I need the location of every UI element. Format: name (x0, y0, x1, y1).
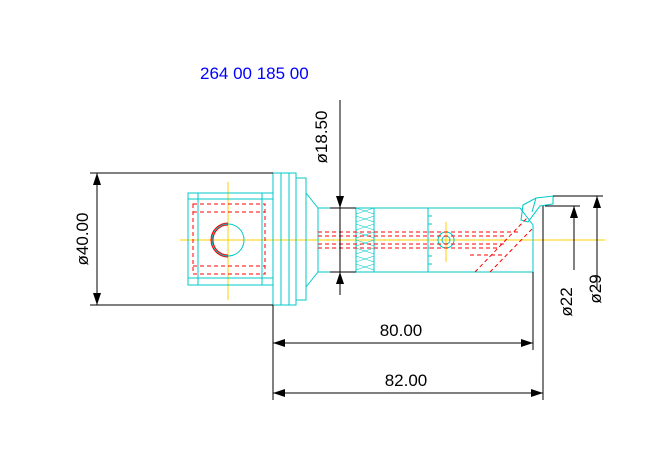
dim-length-inner: 80.00 (380, 321, 423, 340)
hole-detail (210, 222, 245, 258)
dim-length-overall: 82.00 (385, 371, 428, 390)
dim-min-diameter: ø22 (557, 287, 576, 316)
dim-bore-diameter: ø18.50 (312, 111, 331, 164)
part-number: 264 00 185 00 (200, 64, 309, 83)
dim-shank-diameter: ø40.00 (73, 213, 92, 266)
centerlines (180, 182, 605, 300)
hidden-lines (192, 203, 534, 275)
knurl-pattern (355, 207, 375, 271)
dim-max-diameter: ø29 (586, 274, 605, 303)
tool-outline (187, 172, 554, 306)
dimension-lines (90, 100, 603, 400)
dimension-arrows (93, 173, 601, 397)
